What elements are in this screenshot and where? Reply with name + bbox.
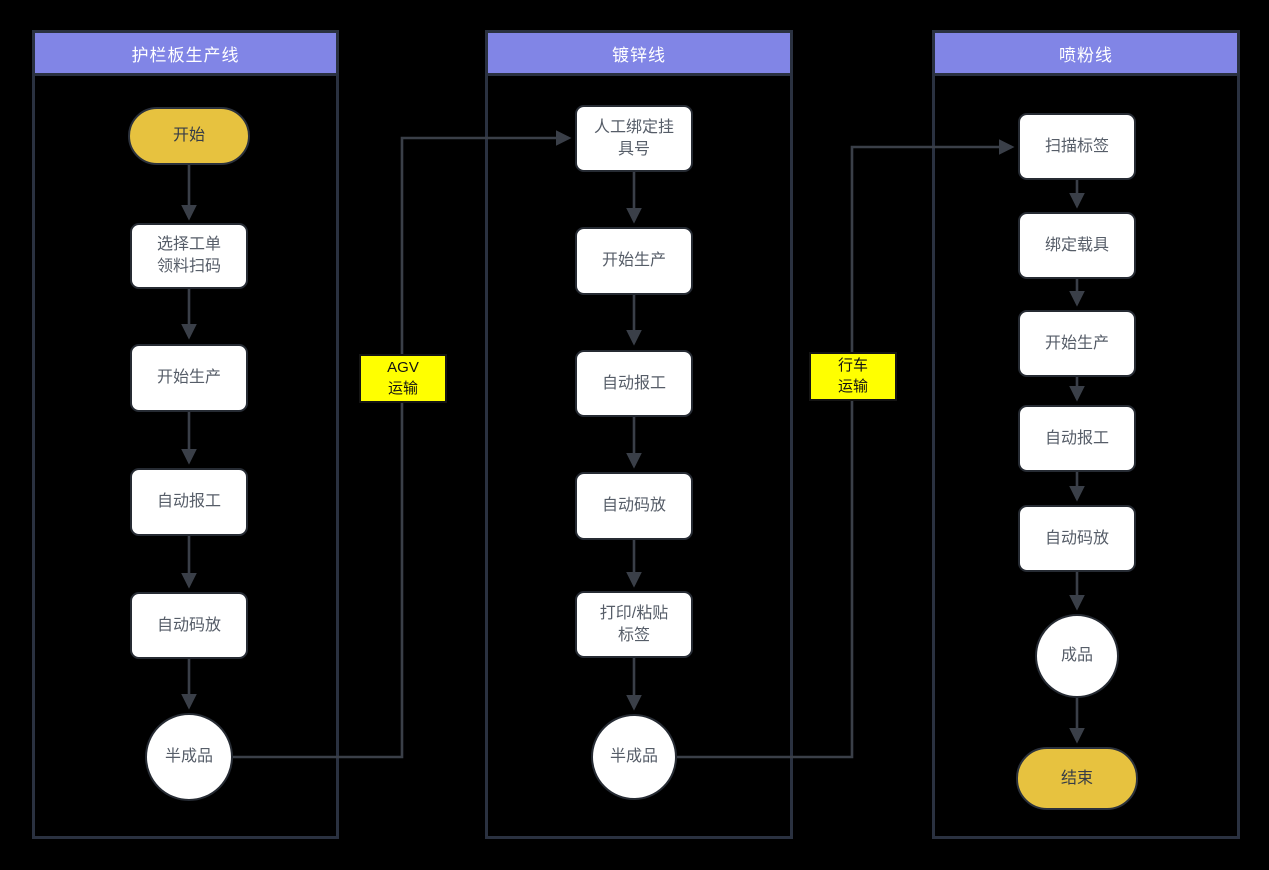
node-start: 开始 [128, 107, 250, 165]
node-semifinished-1: 半成品 [145, 713, 233, 801]
node-auto-report-1: 自动报工 [130, 468, 248, 536]
transport-label-agv: AGV 运输 [359, 354, 447, 403]
node-bind-carrier: 绑定载具 [1018, 212, 1136, 279]
node-auto-stack-1: 自动码放 [130, 592, 248, 659]
node-bind-hanger-number: 人工绑定挂 具号 [575, 105, 693, 172]
node-start-production-1: 开始生产 [130, 344, 248, 412]
node-semifinished-2: 半成品 [591, 714, 677, 800]
lane-guardrail-production: 护栏板生产线 [32, 30, 339, 839]
node-auto-report-2: 自动报工 [575, 350, 693, 417]
edge-crane-transport [677, 139, 1015, 759]
transport-label-crane: 行车 运输 [809, 352, 897, 401]
node-select-workorder-scan: 选择工单 领料扫码 [130, 223, 248, 289]
edge-agv-transport [233, 130, 572, 759]
node-scan-label: 扫描标签 [1018, 113, 1136, 180]
lane-title-powder: 喷粉线 [932, 30, 1240, 76]
node-start-production-2: 开始生产 [575, 227, 693, 295]
node-auto-report-3: 自动报工 [1018, 405, 1136, 472]
lane-galvanizing: 镀锌线 [485, 30, 793, 839]
lane-title-galvanizing: 镀锌线 [485, 30, 793, 76]
lane-powder-coating: 喷粉线 [932, 30, 1240, 839]
lane-title-guardrail: 护栏板生产线 [32, 30, 339, 76]
node-auto-stack-2: 自动码放 [575, 472, 693, 540]
node-start-production-3: 开始生产 [1018, 310, 1136, 377]
node-print-paste-label: 打印/粘贴 标签 [575, 591, 693, 658]
node-end: 结束 [1016, 747, 1138, 810]
node-auto-stack-3: 自动码放 [1018, 505, 1136, 572]
node-finished-product: 成品 [1035, 614, 1119, 698]
